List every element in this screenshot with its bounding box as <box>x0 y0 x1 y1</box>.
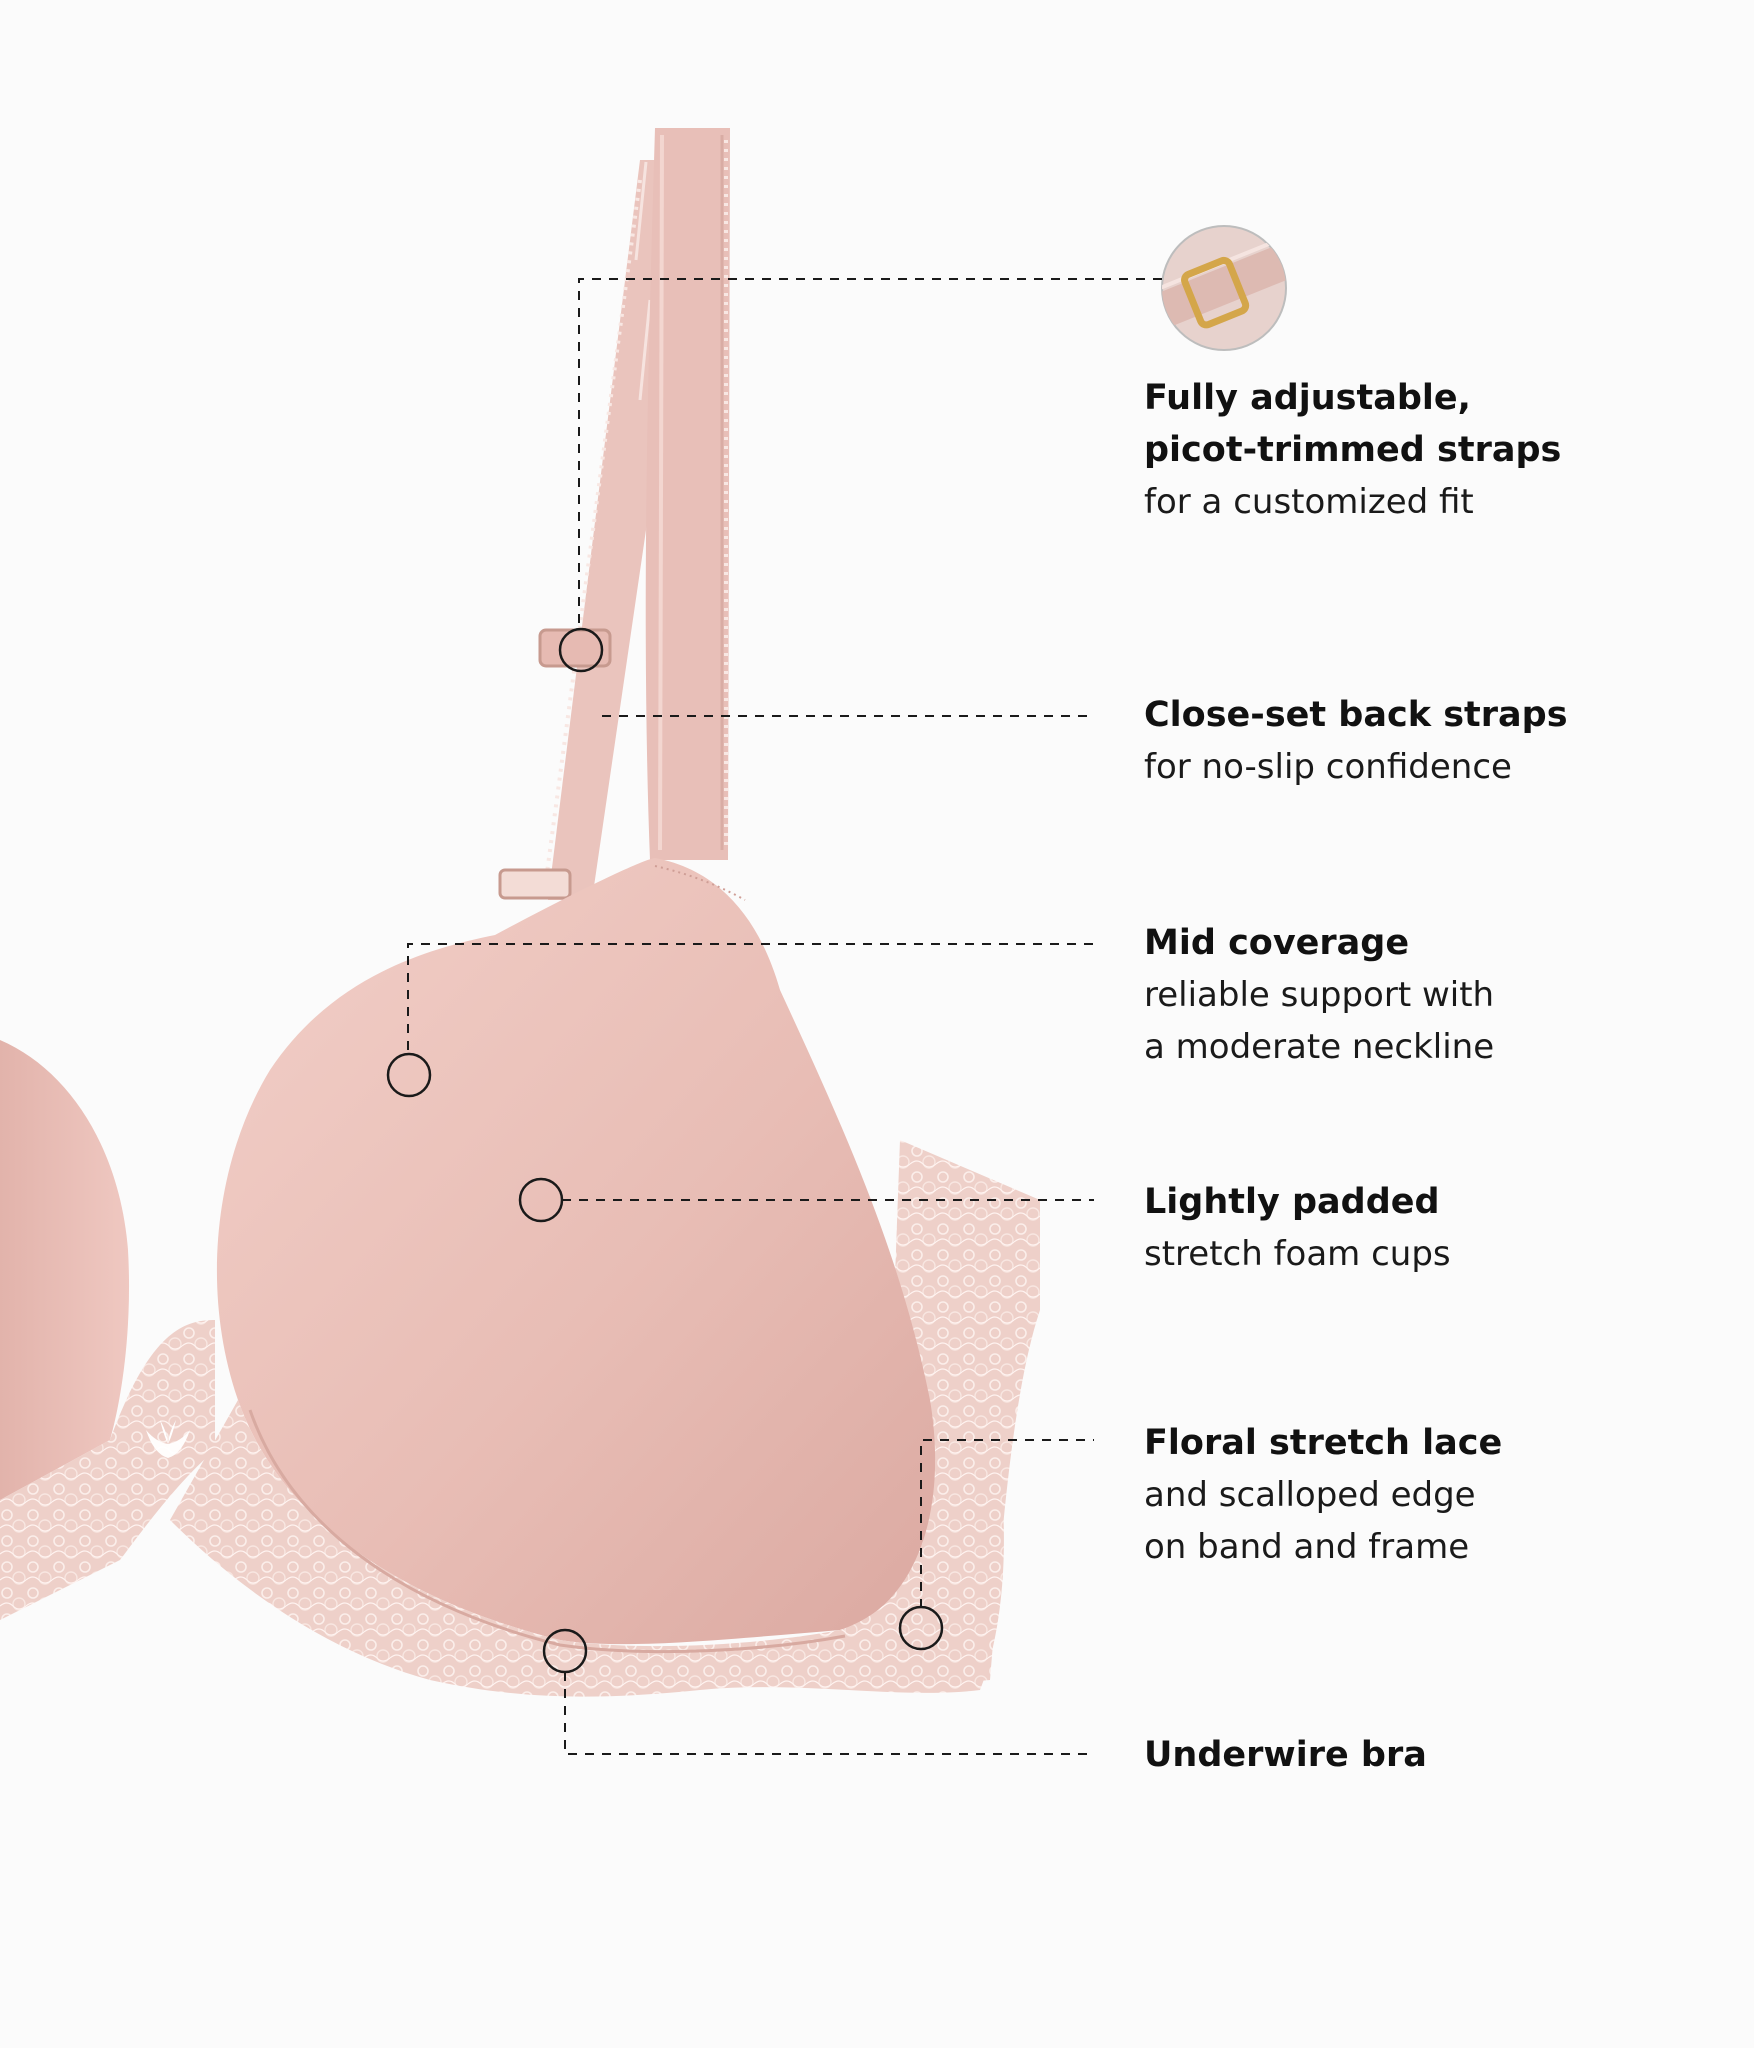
strap-slider-detail-image <box>1161 225 1287 351</box>
front-strap <box>645 128 730 860</box>
feature-body-line: and scalloped edge <box>1144 1475 1476 1515</box>
feature-straps: Fully adjustable, picot-trimmed straps f… <box>1144 372 1561 528</box>
callout-lines <box>407 278 1162 1755</box>
left-lace-band <box>0 1320 215 1620</box>
feature-title-line: Close-set back straps <box>1144 695 1568 735</box>
feature-padded: Lightly padded stretch foam cups <box>1144 1176 1451 1280</box>
marker-coverage <box>386 1052 432 1098</box>
feature-title-line: Floral stretch lace <box>1144 1423 1503 1463</box>
right-cup <box>216 858 936 1645</box>
feature-body-line: stretch foam cups <box>1144 1234 1451 1274</box>
feature-title-line: Fully adjustable, <box>1144 378 1471 418</box>
marker-padded <box>518 1177 564 1223</box>
feature-title-line: Underwire bra <box>1144 1735 1427 1775</box>
feature-body-line: on band and frame <box>1144 1527 1470 1567</box>
feature-body-line: for no-slip confidence <box>1144 747 1512 787</box>
feature-body-line: reliable support with <box>1144 975 1495 1015</box>
callout-line-coverage <box>407 943 1094 1050</box>
feature-body-line: a moderate neckline <box>1144 1027 1495 1067</box>
callout-line-lace <box>920 1439 1094 1608</box>
feature-lace: Floral stretch lace and scalloped edge o… <box>1144 1417 1502 1573</box>
feature-title-line: Mid coverage <box>1144 923 1410 963</box>
feature-underwire: Underwire bra <box>1144 1729 1427 1781</box>
marker-straps <box>558 627 604 673</box>
feature-back-straps: Close-set back straps for no-slip confid… <box>1144 689 1568 793</box>
lace-frame <box>170 1400 1004 1697</box>
feature-title-line: picot-trimmed straps <box>1144 430 1562 470</box>
callout-markers <box>386 627 944 1674</box>
feature-title-line: Lightly padded <box>1144 1182 1440 1222</box>
feature-body-line: for a customized fit <box>1144 482 1474 522</box>
marker-underwire <box>542 1628 588 1674</box>
callout-line-straps <box>578 278 1162 630</box>
lotus-logo-icon <box>146 1420 190 1458</box>
left-cup <box>0 1040 130 1500</box>
feature-coverage: Mid coverage reliable support with a mod… <box>1144 917 1494 1073</box>
marker-lace <box>898 1605 944 1651</box>
